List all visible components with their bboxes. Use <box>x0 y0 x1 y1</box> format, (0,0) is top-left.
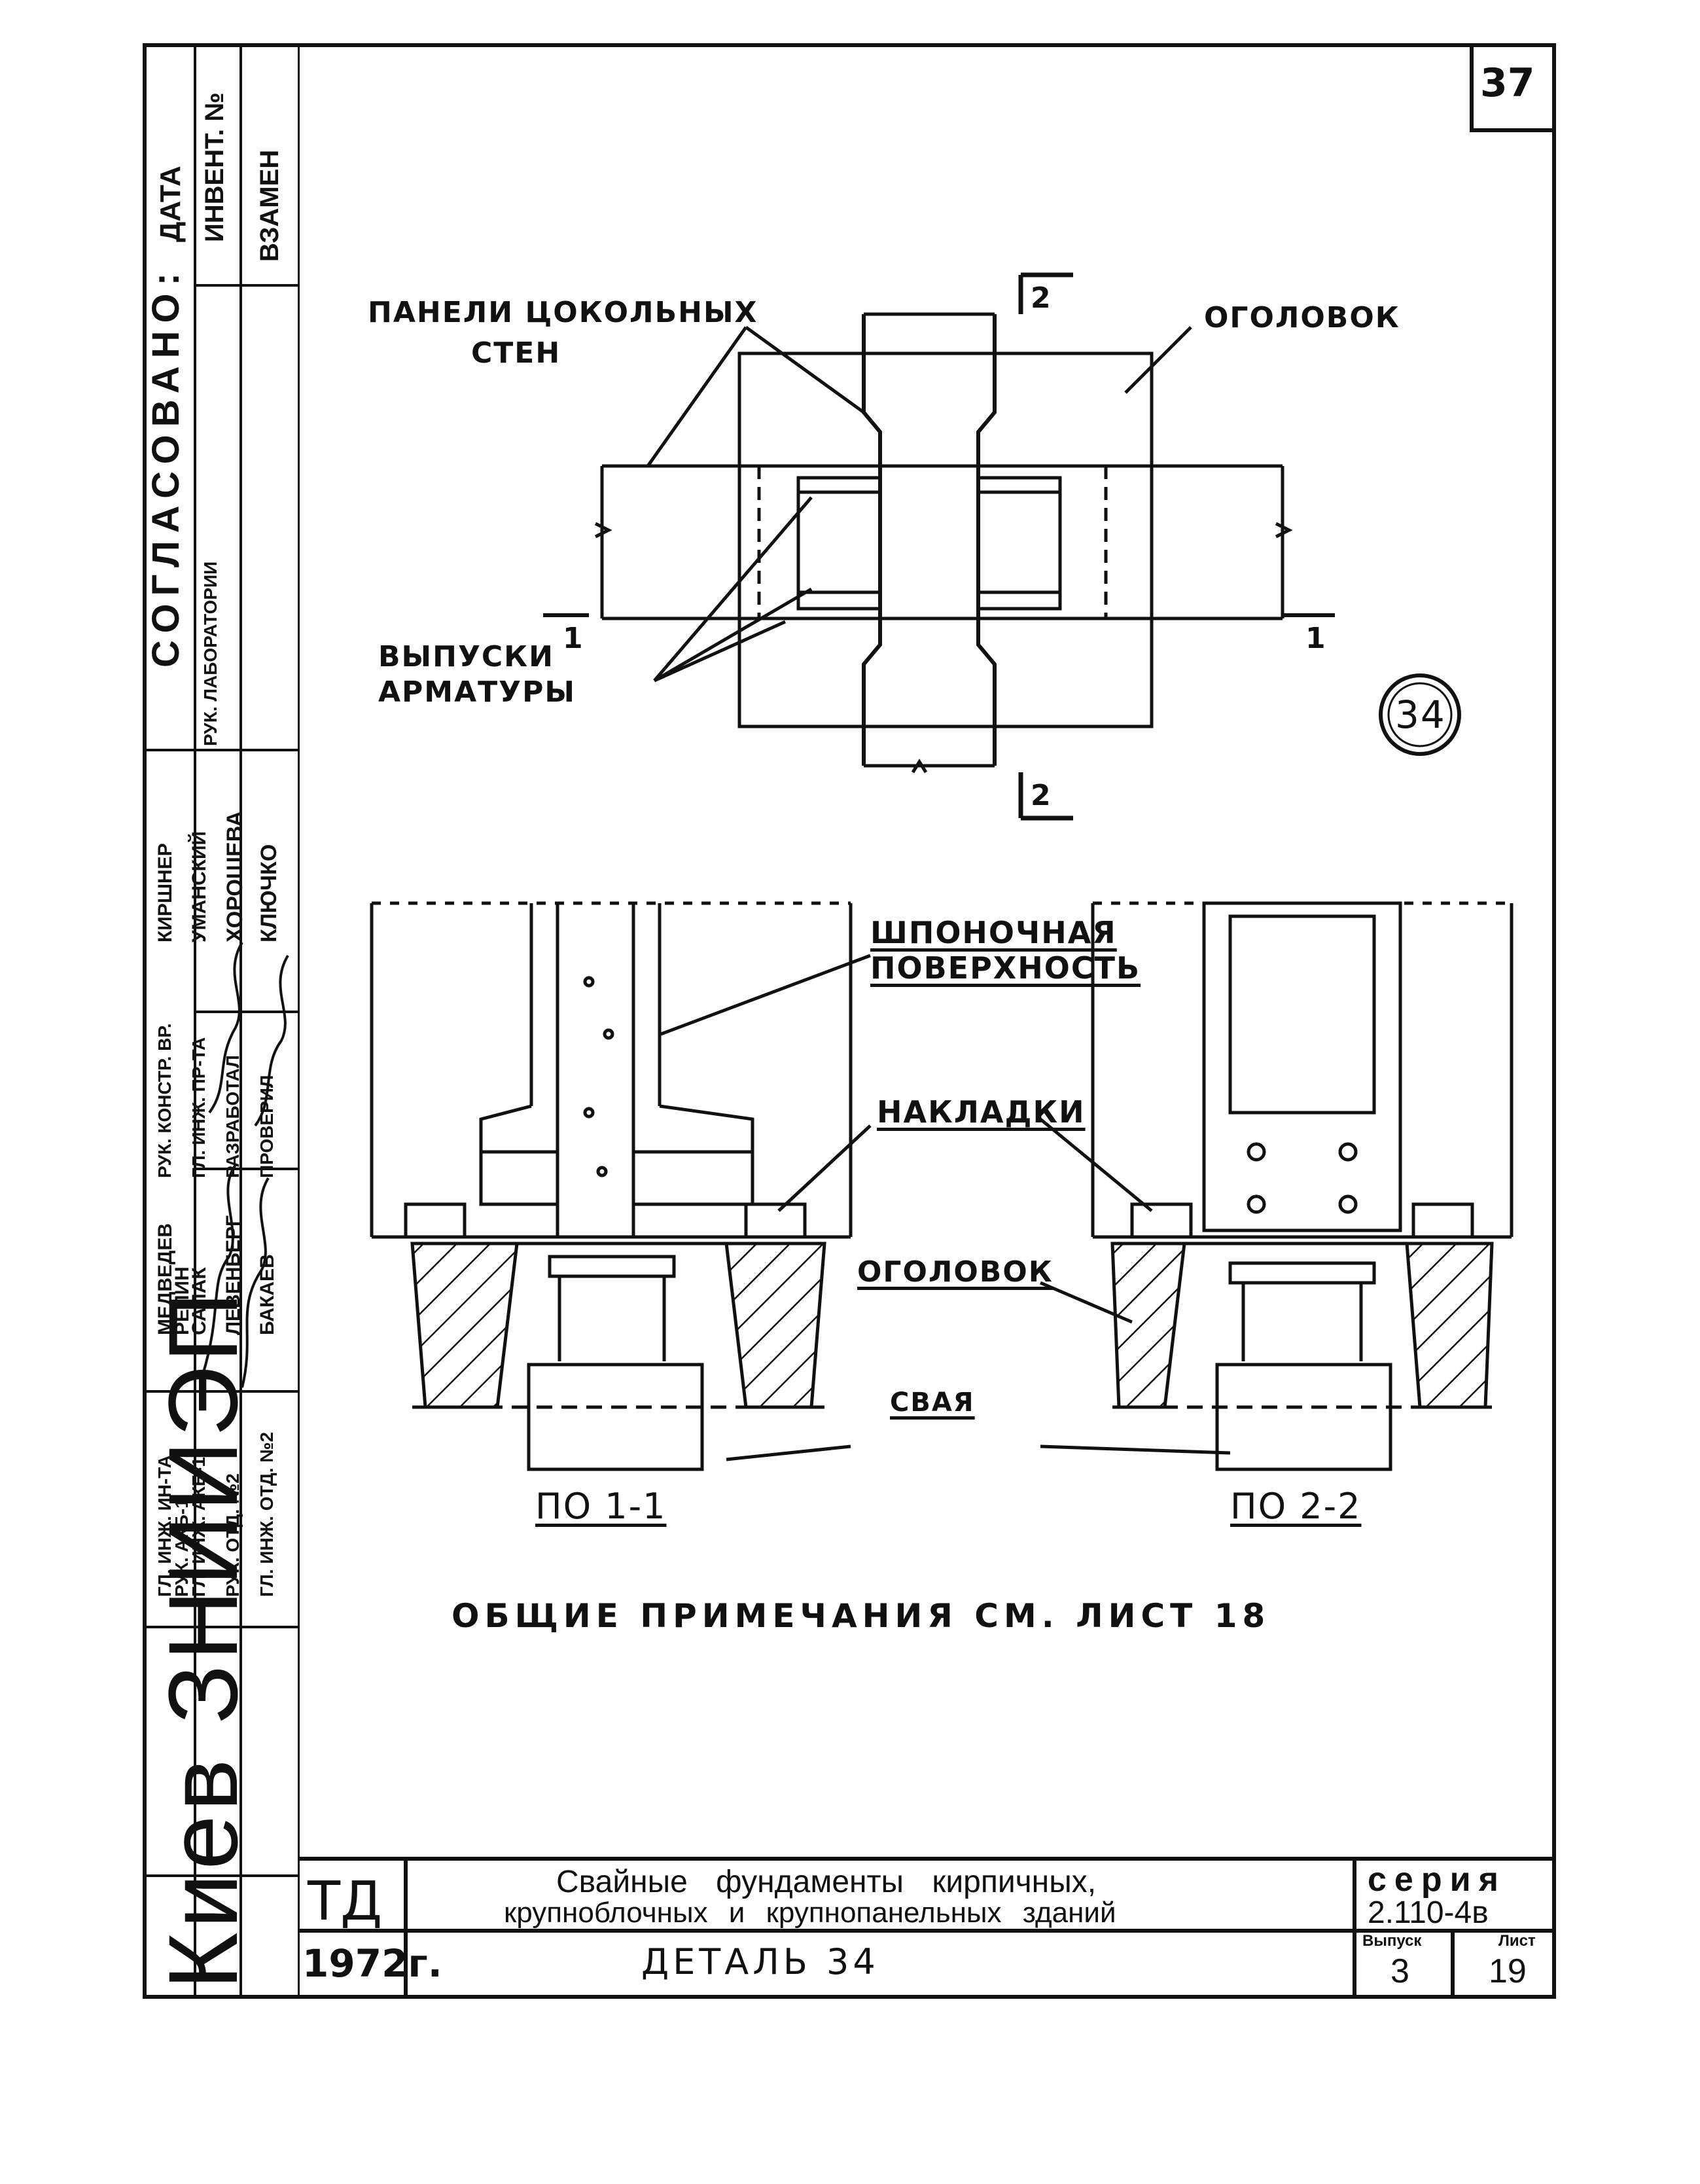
label-plates: НАКЛАДКИ <box>877 1094 1086 1130</box>
cap-plan <box>737 351 1154 728</box>
signatures <box>202 941 289 1388</box>
section-title-2-2: ПО 2-2 <box>1230 1486 1362 1527</box>
cut-mark-1-left: 1 <box>563 622 584 655</box>
label-rebar-line2: АРМАТУРЫ <box>378 675 576 709</box>
cut-mark-2-bottom: 2 <box>1031 779 1052 812</box>
issue-value: 3 <box>1390 1952 1409 1990</box>
doc-code: ТД <box>308 1871 383 1933</box>
label-rebar-line1: ВЫПУСКИ <box>378 640 554 673</box>
section-1-1 <box>370 901 872 1471</box>
label-panels-line1: ПАНЕЛИ ЦОКОЛЬНЫХ <box>368 296 758 329</box>
plan-view <box>543 272 1335 821</box>
title-block-grid <box>300 1857 1556 1999</box>
sheet-label: Лист <box>1498 1932 1536 1950</box>
label-cap-plan: ОГОЛОВОК <box>1204 301 1400 334</box>
series-label: серия <box>1368 1861 1506 1899</box>
cut-mark-2-top: 2 <box>1031 281 1052 315</box>
general-notes: ОБЩИЕ ПРИМЕЧАНИЯ СМ. ЛИСТ 18 <box>452 1597 1271 1635</box>
page-number-box <box>1470 43 1556 132</box>
column-plan <box>862 314 997 766</box>
issue-label: Выпуск <box>1362 1932 1422 1950</box>
section-title-1-1: ПО 1-1 <box>535 1486 667 1527</box>
drawing-frame <box>143 43 1556 1999</box>
doc-title-line1: Свайные фундаменты кирпичных, <box>556 1865 1097 1899</box>
label-panels-line2: СТЕН <box>471 336 561 370</box>
section-2-2 <box>1039 901 1514 1471</box>
pile <box>527 1363 704 1471</box>
doc-title-line2: крупноблочных и крупнопанельных зданий <box>504 1897 1116 1929</box>
cut-mark-1-right: 1 <box>1305 622 1327 655</box>
detail-mark-circle <box>1379 673 1461 756</box>
doc-detail: ДЕТАЛЬ 34 <box>641 1941 879 1982</box>
label-pile: СВАЯ <box>890 1387 975 1418</box>
doc-year: 1972г. <box>302 1941 442 1986</box>
label-key-surface-line2: ПОВЕРХНОСТЬ <box>870 950 1141 986</box>
page-number: 37 <box>1480 60 1535 106</box>
side-stamp-grid <box>143 43 300 1999</box>
detail-mark: 34 <box>1395 692 1446 737</box>
label-key-surface-line1: ШПОНОЧНАЯ <box>870 915 1117 950</box>
cap-section <box>410 1242 519 1409</box>
sheet-value: 19 <box>1489 1952 1527 1990</box>
series-value: 2.110-4в <box>1368 1895 1489 1930</box>
label-cap-section: ОГОЛОВОК <box>857 1255 1054 1289</box>
